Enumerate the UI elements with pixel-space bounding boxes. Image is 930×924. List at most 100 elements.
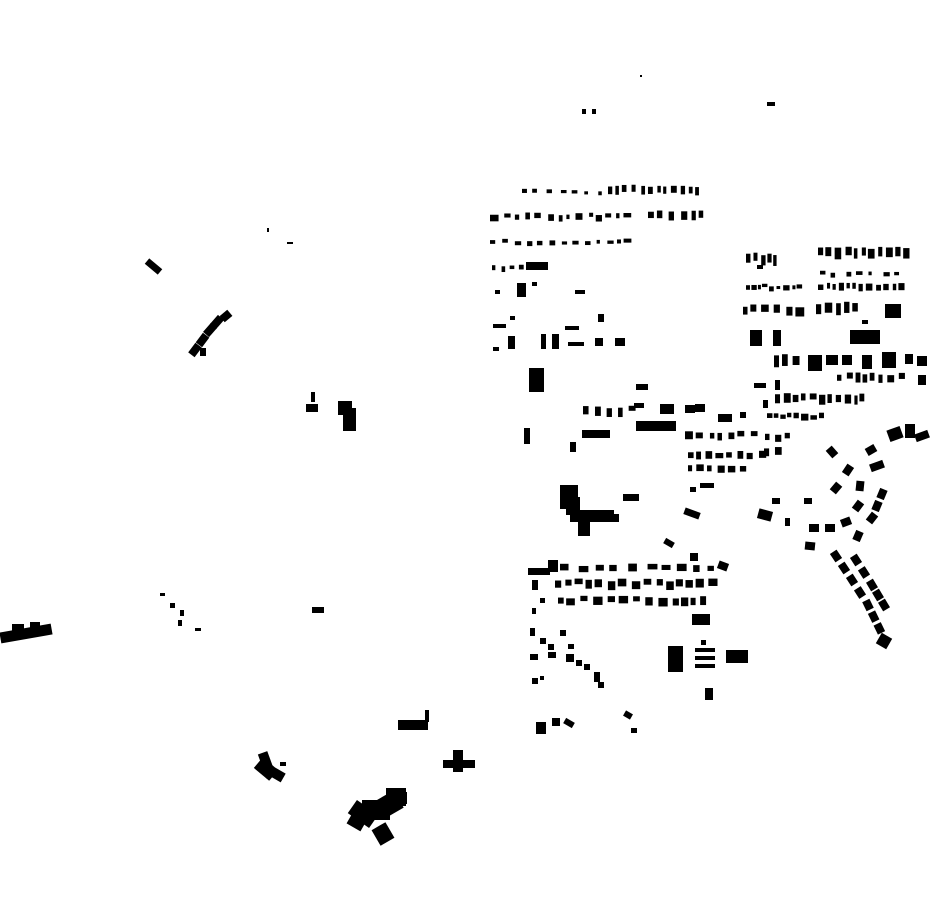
building — [773, 330, 781, 346]
building — [775, 380, 780, 390]
building — [746, 253, 751, 263]
building — [561, 241, 568, 245]
building — [885, 304, 901, 318]
building — [695, 187, 699, 196]
building — [750, 304, 757, 312]
building — [785, 518, 790, 526]
building — [726, 650, 748, 663]
building — [804, 498, 812, 504]
building — [898, 283, 905, 291]
building — [705, 451, 713, 459]
building — [837, 374, 842, 381]
building — [717, 432, 722, 441]
building — [617, 578, 627, 587]
building — [571, 190, 578, 194]
building — [607, 581, 616, 591]
building — [871, 499, 883, 513]
building — [865, 578, 879, 592]
building — [312, 607, 324, 613]
building — [633, 596, 640, 602]
building — [869, 372, 875, 381]
building — [839, 516, 853, 528]
building — [645, 597, 653, 606]
building — [636, 384, 648, 390]
building — [775, 394, 781, 404]
building — [628, 563, 637, 572]
building — [835, 394, 842, 403]
building — [850, 330, 880, 344]
building — [541, 334, 546, 349]
building — [688, 186, 693, 194]
building — [663, 537, 675, 549]
building — [917, 356, 927, 366]
building — [685, 405, 695, 413]
building — [862, 320, 868, 324]
building — [566, 598, 575, 606]
building — [878, 246, 883, 257]
building — [615, 338, 625, 346]
building — [818, 247, 824, 256]
building — [739, 466, 747, 472]
building — [727, 465, 736, 473]
building — [585, 241, 591, 246]
building — [548, 652, 556, 658]
building — [685, 580, 693, 588]
building — [195, 332, 210, 348]
building — [862, 374, 868, 383]
building — [757, 265, 763, 269]
building — [830, 272, 836, 278]
building — [560, 630, 566, 636]
building — [580, 595, 588, 602]
building — [524, 428, 530, 444]
building — [836, 303, 841, 316]
building — [188, 342, 202, 358]
building — [827, 394, 832, 403]
building — [865, 511, 879, 525]
building — [526, 262, 548, 270]
building — [875, 632, 893, 650]
building — [660, 404, 674, 414]
building — [576, 660, 582, 666]
building — [780, 414, 786, 419]
building — [795, 307, 805, 317]
building — [846, 372, 853, 379]
building — [774, 447, 782, 455]
building — [631, 184, 636, 192]
building — [783, 285, 790, 291]
building — [560, 563, 569, 571]
building — [532, 678, 538, 684]
building — [743, 306, 748, 315]
building — [707, 565, 714, 571]
building — [656, 579, 663, 586]
building — [862, 355, 872, 369]
building — [775, 434, 782, 442]
building — [566, 214, 570, 220]
building — [851, 499, 865, 513]
building — [740, 412, 746, 418]
building — [737, 430, 745, 437]
building — [857, 566, 871, 579]
building — [607, 240, 614, 244]
building — [878, 374, 883, 383]
building — [763, 400, 768, 408]
building — [548, 560, 558, 572]
building — [869, 459, 885, 473]
building — [887, 375, 895, 383]
building — [695, 404, 705, 412]
building — [555, 580, 562, 588]
building — [765, 433, 770, 441]
building — [616, 239, 621, 244]
building — [716, 560, 730, 572]
building — [144, 258, 163, 275]
building — [558, 215, 563, 222]
building — [558, 597, 564, 604]
building — [707, 465, 712, 472]
building — [623, 238, 632, 243]
building — [546, 189, 552, 194]
building — [709, 432, 715, 439]
building — [493, 324, 506, 328]
building — [695, 432, 703, 439]
building — [593, 596, 603, 605]
building — [688, 465, 693, 472]
building — [787, 412, 792, 418]
